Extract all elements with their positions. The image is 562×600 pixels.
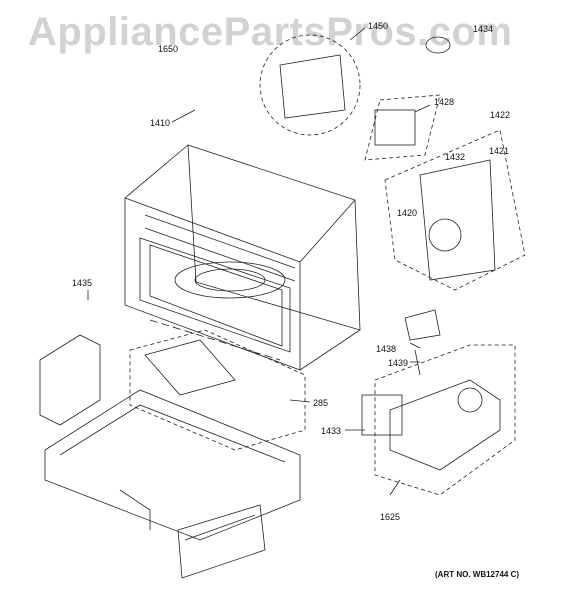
callout-1421: 1421 <box>489 146 510 156</box>
callout-1428: 1428 <box>434 97 455 107</box>
callout-1420: 1420 <box>397 208 418 218</box>
oven-window <box>139 237 291 353</box>
sensor-part <box>404 309 441 341</box>
callout-1438: 1438 <box>376 344 397 354</box>
callout-1439: 1439 <box>388 358 409 368</box>
callout-1434: 1434 <box>473 24 494 34</box>
turntable <box>174 261 286 299</box>
light-assembly-outline <box>129 329 306 451</box>
fan-motor-outline <box>259 34 361 136</box>
left-side-panel <box>39 334 101 426</box>
callout-285: 285 <box>313 398 329 408</box>
art-number: (ART NO. WB12744 C) <box>435 570 520 579</box>
watermark-text: AppliancePartsPros.com <box>28 10 513 54</box>
callout-1433: 1433 <box>321 426 342 436</box>
callout-1450: 1450 <box>368 21 389 31</box>
callout-1410: 1410 <box>150 118 171 128</box>
thermostat <box>425 36 451 54</box>
callout-1435: 1435 <box>72 278 93 288</box>
callout-1625: 1625 <box>380 512 401 522</box>
callout-1432: 1432 <box>445 152 466 162</box>
capacitor <box>361 394 403 436</box>
transformer-outline <box>364 94 441 161</box>
bottom-chassis <box>44 389 301 541</box>
cabinet-back-panel <box>187 144 361 331</box>
callout-1422: 1422 <box>490 110 511 120</box>
callout-1650: 1650 <box>158 44 179 54</box>
bottom-bracket <box>177 504 266 579</box>
base-assembly-outline <box>374 344 516 496</box>
